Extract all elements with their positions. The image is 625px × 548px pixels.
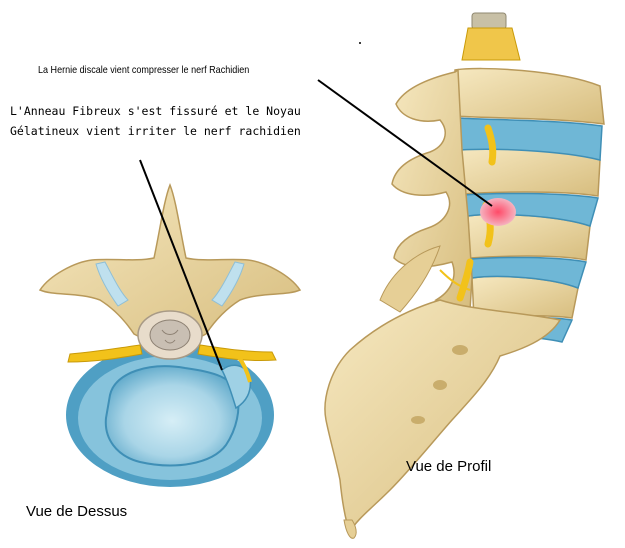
annulus-label-line1: L'Anneau Fibreux s'est fissuré et le Noy… bbox=[10, 101, 301, 121]
annulus-label-line2: Gélatineux vient irriter le nerf rachidi… bbox=[10, 121, 301, 141]
vertebra-top-view bbox=[40, 185, 300, 487]
top-view-label: Vue de Dessus bbox=[26, 503, 127, 520]
hernia-label: La Hernie discale vient compresser le ne… bbox=[38, 64, 249, 76]
side-view-label: Vue de Profil bbox=[406, 458, 491, 475]
